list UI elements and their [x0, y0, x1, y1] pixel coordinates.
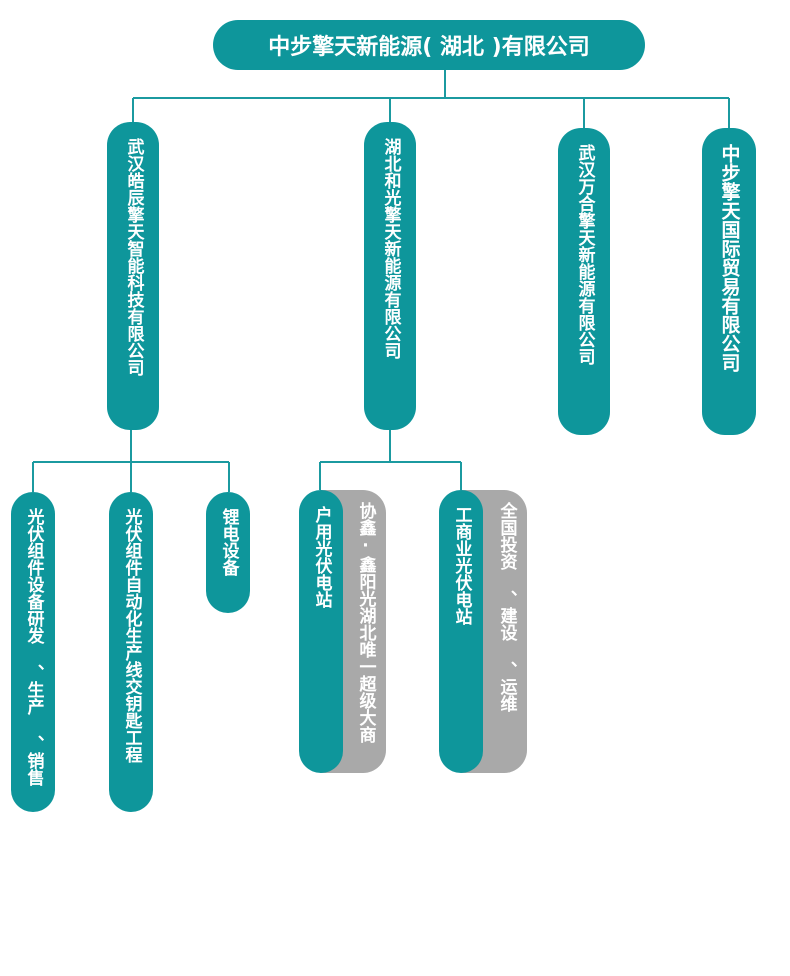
- company-wanhe-label: 武汉万合擎天新能源有限公司: [574, 144, 595, 365]
- company-heguang: 湖北和光擎天新能源有限公司: [364, 122, 416, 430]
- company-trade-label: 中步擎天国际贸易有限公司: [718, 144, 741, 372]
- division-residential-label: 户用光伏电站: [311, 506, 332, 608]
- root-company-label: 中步擎天新能源( 湖北 )有限公司: [268, 35, 590, 60]
- root-company-box: 中步擎天新能源( 湖北 )有限公司: [213, 20, 645, 70]
- division-turnkey-label: 光伏组件自动化生产线交钥匙工程: [121, 508, 142, 763]
- company-wanhe: 武汉万合擎天新能源有限公司: [558, 128, 610, 435]
- division-lithium-label: 锂电设备: [218, 508, 239, 576]
- division-residential-note-label: 协鑫·鑫阳光湖北唯一超级大商: [355, 502, 376, 743]
- company-heguang-label: 湖北和光擎天新能源有限公司: [380, 138, 401, 359]
- company-haochen: 武汉皓辰擎天智能科技有限公司: [107, 122, 159, 430]
- division-turnkey: 光伏组件自动化生产线交钥匙工程: [109, 492, 153, 812]
- division-pv-equipment-label: 光伏组件设备研发 、生产 、销售: [23, 508, 44, 786]
- company-trade: 中步擎天国际贸易有限公司: [702, 128, 756, 435]
- division-pv-equipment: 光伏组件设备研发 、生产 、销售: [11, 492, 55, 812]
- division-commercial: 工商业光伏电站: [439, 490, 483, 773]
- division-lithium: 锂电设备: [206, 492, 250, 613]
- division-commercial-note-label: 全国投资 、建设 、运维: [496, 502, 517, 712]
- division-commercial-label: 工商业光伏电站: [451, 506, 472, 625]
- company-haochen-label: 武汉皓辰擎天智能科技有限公司: [123, 138, 144, 376]
- division-residential: 户用光伏电站: [299, 490, 343, 773]
